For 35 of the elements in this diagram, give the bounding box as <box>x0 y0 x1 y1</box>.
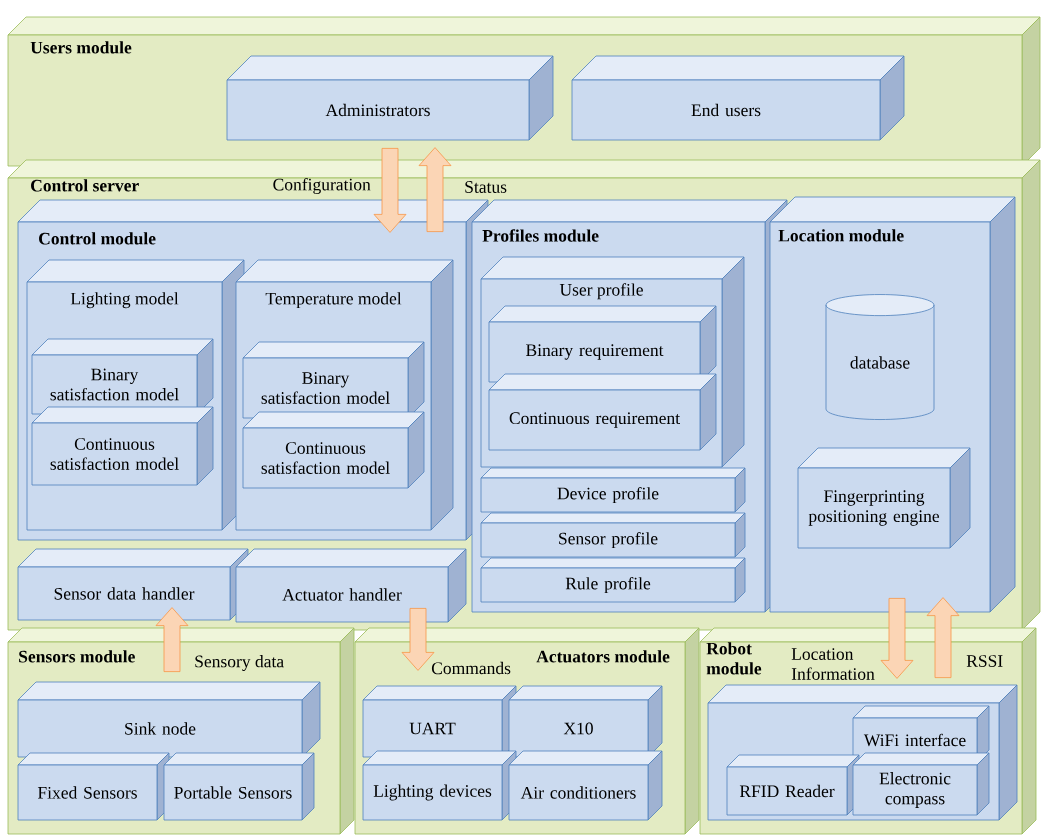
block-box: Binary satisfaction model <box>31 338 214 415</box>
block-box: Sensor profile <box>480 512 746 558</box>
block-box: End users <box>571 55 905 141</box>
edge-label: Sensory data <box>195 655 284 671</box>
block-box: Fingerprinting positioning engine <box>797 447 971 549</box>
block-box: Rule profile <box>480 557 746 603</box>
database-cylinder: database <box>825 294 935 420</box>
block-box: RFID Reader <box>726 754 860 816</box>
block-box: Air conditioners <box>508 750 663 821</box>
block-arrow <box>926 597 960 678</box>
edge-label: Location Information <box>791 648 875 680</box>
block-box: Continuous satisfaction model <box>31 406 214 486</box>
block-box: X10 <box>508 685 663 758</box>
edge-label: Status <box>465 181 507 193</box>
block-box: Fixed Sensors <box>17 752 170 821</box>
block-box: Sensor data handler <box>17 548 249 621</box>
block-box: Administrators <box>226 55 554 141</box>
node-label: database <box>850 356 910 369</box>
block-box: Continuous requirement <box>488 373 717 451</box>
block-box: Device profile <box>480 467 746 513</box>
block-box: Actuator handler <box>235 548 467 623</box>
block-arrow <box>418 147 452 232</box>
block-box: Sink node <box>17 681 321 758</box>
edge-label: RSSI <box>966 655 1003 667</box>
block-box: Portable Sensors <box>163 752 315 821</box>
edge-label: Configuration <box>273 177 371 195</box>
edge-label: Commands <box>431 661 511 675</box>
block-arrow <box>373 148 407 233</box>
block-box: Continuous satisfaction model <box>242 411 425 489</box>
block-box: Binary satisfaction model <box>242 341 425 419</box>
block-arrow <box>401 608 435 671</box>
block-box: Lighting devices <box>362 750 517 821</box>
block-arrow <box>155 607 189 672</box>
block-box: Electronic compass <box>852 752 990 816</box>
block-arrow <box>880 598 914 679</box>
